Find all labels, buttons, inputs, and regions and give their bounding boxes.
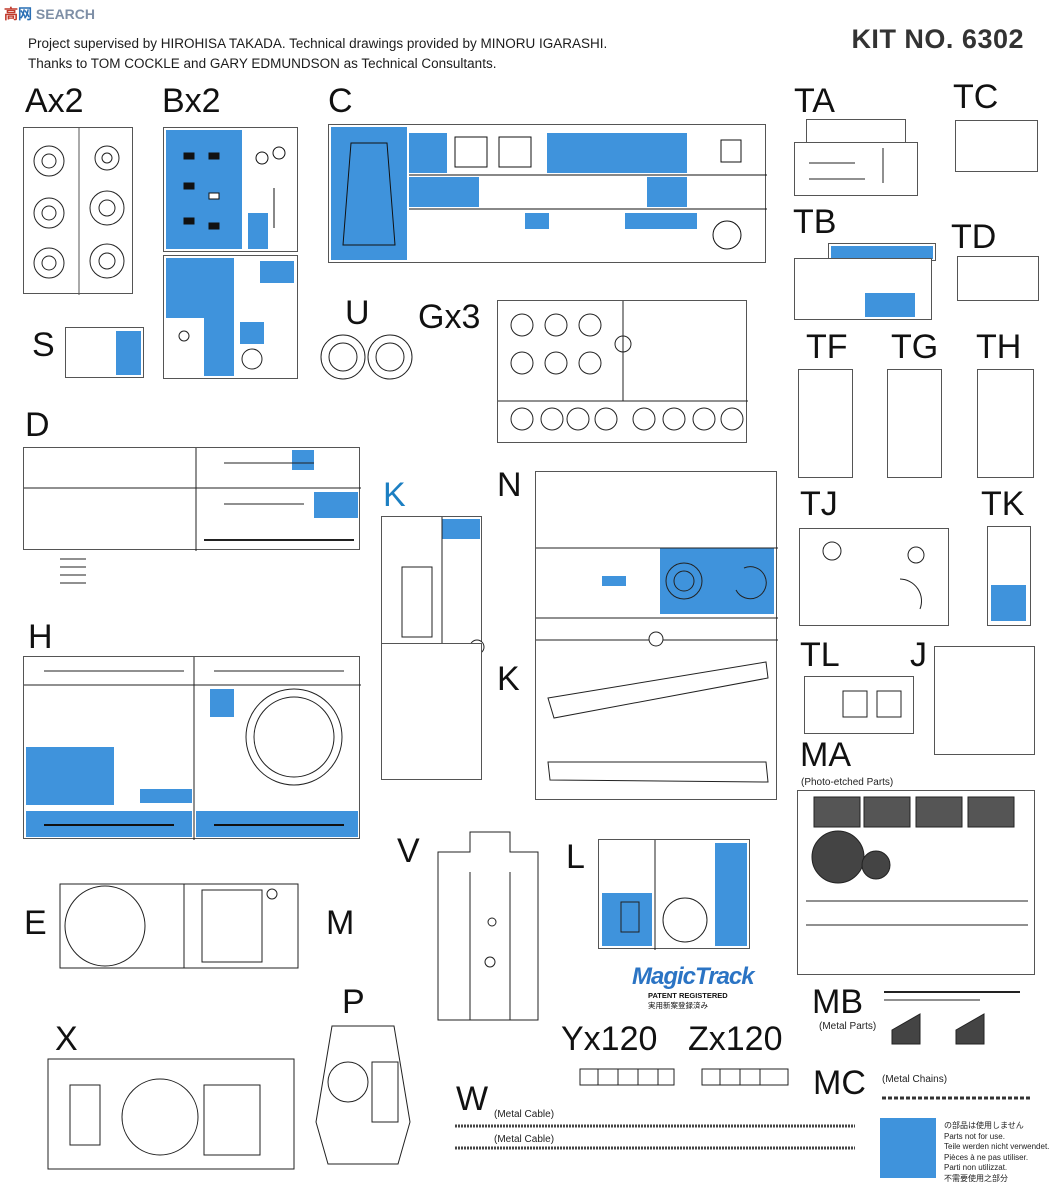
track-links-y	[578, 1066, 678, 1088]
not-for-use-legend: の部品は使用しません Parts not for use. Teile werd…	[944, 1121, 1049, 1184]
kit-number: KIT NO. 6302	[851, 24, 1024, 54]
sprue-ta-2	[794, 142, 918, 196]
sprue-k-lower	[381, 643, 482, 780]
label-tj: TJ	[800, 485, 838, 523]
sprue-d	[23, 447, 361, 551]
label-mc: MC	[813, 1064, 866, 1102]
label-k: K	[497, 660, 520, 698]
patent-registered: PATENT REGISTERED	[648, 991, 728, 1000]
label-x: X	[55, 1020, 78, 1058]
credits: Project supervised by HIROHISA TAKADA. T…	[28, 34, 607, 74]
sublabel-mb: (Metal Parts)	[819, 1021, 877, 1032]
not-for-use-en: Parts not for use.	[944, 1131, 1005, 1141]
sprue-tg	[887, 369, 942, 478]
label-s: S	[32, 326, 55, 364]
not-for-use-de: Teile werden nicht verwendet.	[944, 1142, 1050, 1151]
sprue-tl	[804, 676, 914, 734]
sprue-th	[977, 369, 1034, 478]
label-v: V	[397, 832, 420, 870]
label-u: U	[345, 294, 370, 332]
not-for-use-swatch	[880, 1118, 936, 1178]
label-tg: TG	[891, 328, 939, 366]
not-for-use-it: Parti non utilizzat.	[944, 1163, 1008, 1172]
credits-line-1: Project supervised by HIROHISA TAKADA. T…	[28, 36, 608, 51]
label-tb: TB	[793, 203, 837, 241]
sublabel-w2: (Metal Cable)	[494, 1134, 555, 1145]
sprue-td	[957, 256, 1039, 301]
magic-track-logo: MagicTrack	[632, 963, 755, 990]
sprue-h	[23, 656, 361, 840]
metal-chain	[882, 1094, 1034, 1102]
sprue-c	[328, 124, 767, 263]
not-for-use-zh: 不需要使用之部分	[944, 1173, 1008, 1183]
magic-track: MagicTrack PATENT REGISTERED 実用新案登録済み	[632, 963, 755, 1023]
not-for-use-fr: Pièces à ne pas utiliser.	[944, 1152, 1029, 1162]
sublabel-w1: (Metal Cable)	[494, 1109, 555, 1120]
label-p: P	[342, 983, 365, 1021]
label-mb: MB	[812, 983, 863, 1021]
label-tl: TL	[800, 636, 840, 674]
label-n: N	[497, 466, 522, 504]
sprue-tf	[798, 369, 853, 478]
sublabel-ma: (Photo-etched Parts)	[801, 777, 894, 788]
label-ta: TA	[794, 82, 835, 120]
sprue-ma	[797, 790, 1035, 975]
sprue-g	[497, 300, 748, 443]
sprue-a-drawing	[33, 128, 125, 295]
sprue-v	[430, 831, 545, 1022]
not-for-use-ja: の部品は使用しません	[944, 1121, 1024, 1130]
watermark: 高网 SEARCH	[4, 6, 96, 22]
sprue-tc	[955, 120, 1038, 172]
label-bx2: Bx2	[162, 82, 221, 120]
track-links-z	[700, 1066, 792, 1088]
label-td: TD	[951, 218, 997, 256]
label-c: C	[328, 82, 353, 120]
label-tk: TK	[981, 485, 1025, 523]
sprue-x	[40, 1055, 302, 1173]
sprue-n	[535, 471, 778, 800]
metal-cables	[455, 1118, 860, 1154]
label-gx3: Gx3	[418, 298, 481, 336]
sprue-tj	[799, 528, 949, 626]
credits-line-2: Thanks to TOM COCKLE and GARY EDMUNDSON …	[28, 56, 497, 71]
sprue-e	[59, 880, 300, 970]
label-th: TH	[976, 328, 1022, 366]
label-d: D	[25, 406, 50, 444]
sprue-u	[318, 332, 418, 382]
label-k-blue: K	[383, 476, 406, 514]
sprue-d-30	[60, 555, 90, 590]
sprue-tb-2	[794, 258, 932, 320]
label-zx120: Zx120	[688, 1020, 783, 1058]
label-ma: MA	[800, 736, 851, 774]
sprue-b-lower	[163, 255, 298, 379]
label-w: W	[456, 1080, 489, 1118]
label-m: M	[326, 904, 355, 942]
label-l: L	[566, 838, 585, 876]
sprue-p	[312, 1022, 414, 1168]
sprue-mb	[880, 984, 1030, 1046]
label-yx120: Yx120	[561, 1020, 658, 1058]
patent-registered-jp: 実用新案登録済み	[648, 1001, 708, 1010]
sprue-a	[23, 127, 133, 295]
sprue-tk	[987, 526, 1031, 626]
label-e: E	[24, 904, 47, 942]
sublabel-mc: (Metal Chains)	[882, 1074, 948, 1085]
label-ax2: Ax2	[25, 82, 84, 120]
sprue-j	[934, 646, 1035, 755]
label-j: J	[910, 636, 927, 674]
label-tc: TC	[953, 78, 999, 116]
label-h: H	[28, 618, 53, 656]
label-tf: TF	[806, 328, 848, 366]
sprue-s	[65, 327, 144, 378]
sprue-b-upper	[163, 127, 298, 252]
sprue-l	[598, 839, 750, 950]
